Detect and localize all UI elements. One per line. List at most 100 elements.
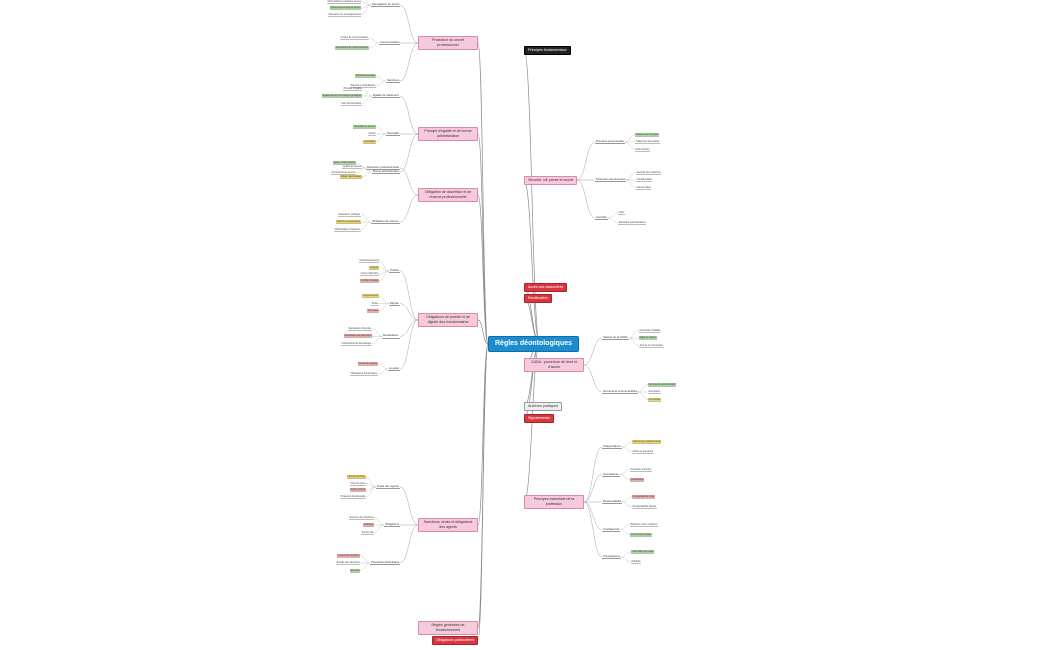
branch-b6[interactable]: Règles générales de fonctionnement [418, 621, 478, 635]
leaf-item[interactable]: Confidentialité [636, 178, 653, 182]
leaf-item[interactable]: Information du public [631, 550, 655, 554]
leaf-item[interactable]: Principe d'égalité [343, 86, 363, 91]
leaf-item[interactable]: Non discrimination [341, 101, 362, 106]
leaf-item[interactable]: Service fait [361, 530, 375, 535]
sub-topic[interactable]: Communication [379, 40, 401, 46]
sub-topic[interactable]: Documents communicables [602, 389, 639, 395]
sub-topic[interactable]: Neutralité [386, 131, 400, 137]
leaf-item[interactable]: Cumul d'activités [360, 272, 380, 277]
leaf-item[interactable]: Sanctions administratives [618, 221, 647, 225]
branch-r5[interactable]: CADA : procédure de droit et d'accès [524, 358, 584, 372]
sub-topic[interactable]: Saisine de la CADA [602, 335, 629, 341]
sub-topic[interactable]: Indépendance [602, 444, 622, 450]
branch-b4[interactable]: Obligations de probité et de dignité des… [418, 313, 478, 327]
sub-topic[interactable]: Loyauté [388, 366, 400, 372]
leaf-item[interactable]: Neutralité du service [353, 124, 376, 129]
leaf-item[interactable]: Occultation [648, 397, 662, 402]
leaf-item[interactable]: Commission de déontologie [341, 341, 372, 346]
leaf-item[interactable]: Refus de pressions [632, 450, 654, 454]
branch-r8[interactable]: Principes essentiels de la profession [524, 495, 584, 509]
sub-topic[interactable]: Responsabilité [602, 499, 623, 505]
leaf-item[interactable]: Expression publique [338, 212, 361, 217]
leaf-item[interactable]: Sanctions pénales [355, 74, 376, 78]
sub-topic[interactable]: Droits des agents [376, 484, 400, 490]
leaf-item[interactable]: Formation continue [630, 467, 652, 472]
leaf-item[interactable]: Responsabilité civile [632, 495, 655, 499]
branch-b5[interactable]: Sanctions, droits et obligations des age… [418, 518, 478, 532]
leaf-item[interactable]: Droit syndical [350, 488, 366, 493]
leaf-item[interactable]: Intégrité [369, 265, 379, 270]
leaf-item[interactable]: Égalité devant les charges publiques [322, 94, 363, 98]
leaf-item[interactable]: Conservation [636, 185, 652, 190]
leaf-item[interactable]: Informations à caractère secret [327, 0, 362, 4]
branch-b1[interactable]: Protection du secret professionnel [418, 36, 478, 50]
leaf-item[interactable]: Documents administratifs [648, 382, 677, 387]
sub-topic[interactable]: Obligation de réserve [371, 219, 400, 225]
leaf-item[interactable]: Opinions personnelles [336, 220, 361, 224]
branch-r7[interactable]: Signalements [524, 413, 554, 423]
leaf-item[interactable]: Sécurité des systèmes [636, 170, 662, 175]
leaf-item[interactable]: Délai de saisine [639, 336, 658, 340]
sub-topic[interactable]: Bonne administration [372, 169, 401, 175]
leaf-item[interactable]: Traitement automatisé [635, 140, 660, 144]
leaf-item[interactable]: Responsabilité pénale [632, 505, 657, 509]
leaf-item[interactable]: Autonomie professionnelle [632, 440, 662, 444]
sub-topic[interactable]: Procédure disciplinaire [370, 560, 401, 566]
leaf-item[interactable]: Délivrance de renseignements [328, 13, 362, 17]
root-node[interactable]: Règles déontologiques [488, 336, 580, 352]
sub-topic[interactable]: Discrétion professionnelle [366, 165, 401, 171]
sub-topic[interactable]: Obligations [384, 522, 400, 528]
leaf-item[interactable]: Sanctions disciplinaires [350, 84, 377, 88]
branch-r4[interactable]: Réutilisation [524, 293, 552, 303]
leaf-item[interactable]: Protection fonctionnelle [340, 495, 367, 499]
leaf-item[interactable]: Manifestation d'opinions [334, 227, 361, 232]
leaf-item[interactable]: Personnes tenues au secret [330, 6, 361, 11]
leaf-item[interactable]: Conflits d'intérêts [360, 279, 380, 283]
leaf-item[interactable]: Vie privée [367, 309, 379, 314]
leaf-item[interactable]: Publicité [631, 560, 642, 564]
sub-topic[interactable]: Contrôle [595, 215, 608, 221]
sub-topic[interactable]: Compétence [602, 471, 620, 477]
branch-b7[interactable]: Obligations particulières [432, 635, 479, 645]
sub-topic[interactable]: Données personnelles [595, 139, 625, 145]
branch-b3[interactable]: Obligation de discrétion et de réserve p… [418, 188, 478, 202]
leaf-item[interactable]: Conseil de discipline [337, 553, 360, 558]
leaf-item[interactable]: Exceptions [648, 390, 661, 394]
leaf-item[interactable]: Faits et informations [333, 161, 356, 165]
leaf-item[interactable]: Demande préalable [639, 328, 662, 333]
leaf-item[interactable]: Documents de service [331, 171, 356, 175]
leaf-item[interactable]: CNIL [618, 211, 625, 215]
branch-r2[interactable]: Sécurité, vie privée et secret [524, 175, 578, 185]
branch-r1[interactable]: Principes fondamentaux [524, 45, 571, 55]
leaf-item[interactable]: Liberté d'opinion [347, 475, 366, 479]
leaf-item[interactable]: Comportement [362, 294, 379, 299]
sub-topic[interactable]: Déclarations [382, 333, 400, 339]
leaf-item[interactable]: Assiduité [363, 523, 374, 527]
sub-topic[interactable]: Sanctions [386, 78, 401, 84]
branch-r6[interactable]: Archives publiques [524, 401, 563, 411]
branch-r3[interactable]: Accès aux documents [524, 282, 568, 292]
leaf-item[interactable]: Autorisation de l'administration [335, 46, 369, 50]
leaf-item[interactable]: Avis de la commission [639, 343, 664, 348]
leaf-item[interactable]: Qualification [630, 477, 645, 482]
leaf-item[interactable]: Tenue [371, 301, 379, 306]
sub-topic[interactable]: Transparence [602, 554, 622, 560]
leaf-item[interactable]: Désintéressement [359, 259, 380, 263]
sub-topic[interactable]: Dérogations au secret [371, 2, 401, 8]
leaf-item[interactable]: Limites de communication [340, 36, 369, 40]
leaf-item[interactable]: Devoir de loyauté [358, 362, 378, 366]
leaf-item[interactable]: Laïcité [368, 132, 377, 136]
sub-topic[interactable]: Confraternité [602, 526, 621, 532]
sub-topic[interactable]: Probité [389, 268, 400, 274]
leaf-item[interactable]: Droit d'accès [635, 147, 650, 152]
leaf-item[interactable]: Concurrence loyale [630, 532, 652, 537]
leaf-item[interactable]: Qualité du service [342, 165, 363, 169]
leaf-item[interactable]: Droit de grève [350, 481, 367, 486]
sub-topic[interactable]: Protection des données [595, 177, 627, 183]
branch-b2[interactable]: Principe d'égalité et de bonne administr… [418, 127, 478, 141]
leaf-item[interactable]: Déclaration de patrimoine [344, 334, 373, 339]
leaf-item[interactable]: Échelle des sanctions [336, 561, 361, 565]
leaf-item[interactable]: Collecte des données [635, 132, 660, 137]
leaf-item[interactable]: Exercice des fonctions [349, 515, 375, 520]
leaf-item[interactable]: Obéissance hiérarchique [350, 372, 378, 376]
